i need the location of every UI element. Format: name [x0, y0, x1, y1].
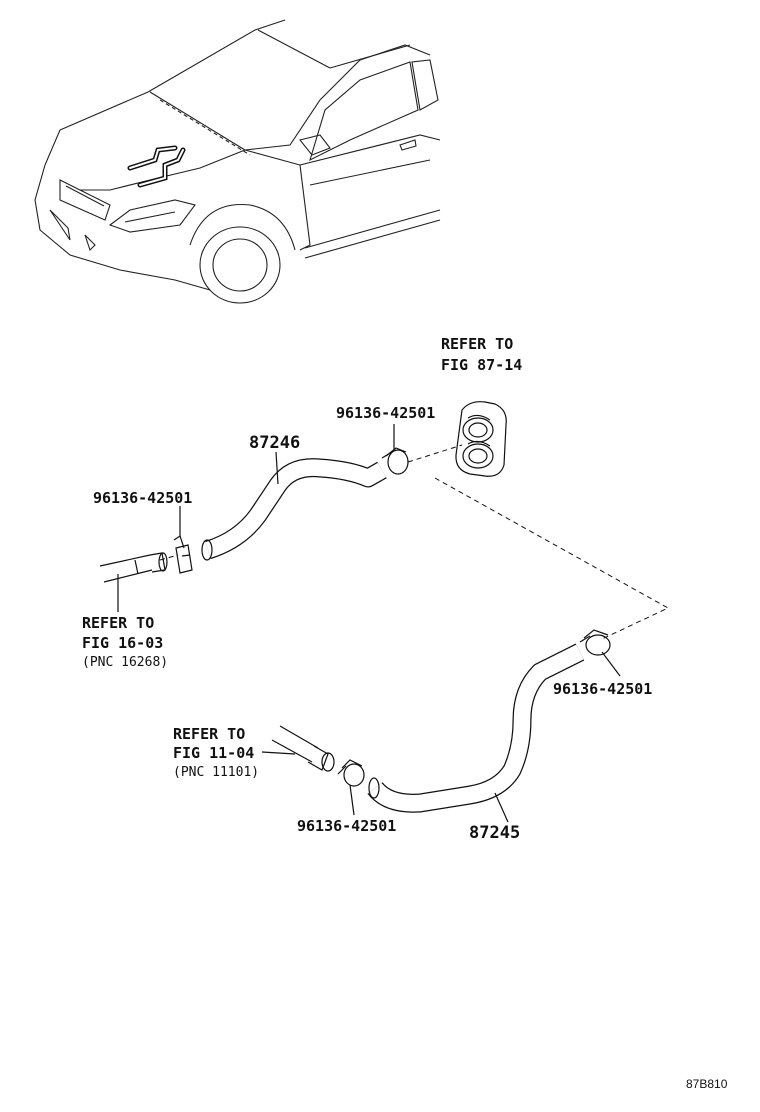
refer-left-line3: (PNC 16268)	[82, 655, 168, 670]
refer-top-line1: REFER TO	[441, 335, 513, 353]
refer-bottom-line1: REFER TO	[173, 725, 245, 743]
hose-87245	[367, 643, 585, 823]
pipe-left	[99, 552, 168, 612]
part-label-87246: 87246	[249, 433, 300, 453]
part-label-clamp-left: 96136-42501	[93, 489, 192, 507]
clamp-right	[579, 629, 621, 677]
clamp-left	[173, 506, 193, 574]
car-illustration	[34, 19, 441, 304]
figure-code: 87B810	[686, 1077, 728, 1091]
heater-unit-block	[455, 401, 507, 477]
refer-left-line2: FIG 16-03	[82, 634, 163, 652]
part-label-87245: 87245	[469, 823, 520, 843]
refer-bottom-line3: (PNC 11101)	[173, 765, 259, 780]
refer-bottom-line2: FIG 11-04	[173, 744, 254, 762]
part-label-clamp-right: 96136-42501	[553, 680, 652, 698]
clamp-top	[381, 424, 409, 475]
connection-line-diagonal	[434, 477, 670, 641]
refer-top-line2: FIG 87-14	[441, 356, 522, 374]
part-label-clamp-bottom: 96136-42501	[297, 817, 396, 835]
leader-87245	[494, 792, 509, 823]
pipe-bottom	[261, 725, 335, 772]
hose-87246	[201, 451, 387, 561]
leader-87246	[275, 451, 279, 485]
connection-line-top	[407, 444, 463, 463]
part-label-clamp-top: 96136-42501	[336, 404, 435, 422]
clamp-bottom	[337, 759, 365, 816]
refer-left-line1: REFER TO	[82, 614, 154, 632]
